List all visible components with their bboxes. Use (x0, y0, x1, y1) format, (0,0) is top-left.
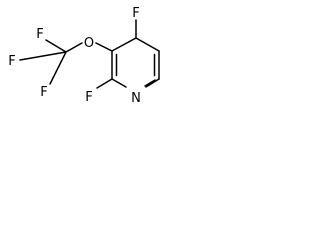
atom-f-lower-left: F (40, 85, 47, 100)
atom-f-left: F (8, 54, 15, 69)
bond-c2-f (96, 78, 113, 89)
bond-c3-c4 (111, 37, 137, 52)
chemical-structure: F F F F O F N (8, 6, 160, 106)
atom-oxygen: O (84, 36, 94, 51)
bond-o-cf3 (65, 42, 83, 53)
bond-cf3-f1 (45, 39, 67, 53)
bond-c4-c5 (135, 37, 160, 52)
atom-f-top: F (132, 6, 139, 21)
bond-cf3-f2 (19, 51, 67, 61)
bond-c6-n1-inner (144, 79, 156, 87)
substituent-bonds (19, 19, 137, 89)
atom-nitrogen: N (131, 91, 141, 106)
bond-c6-n1 (145, 78, 160, 88)
bond-n1-c2 (111, 78, 127, 88)
atom-labels: F F F F O F N (8, 6, 141, 106)
bond-cf3-f3 (49, 51, 67, 85)
bond-c3-o (95, 42, 113, 52)
atom-f-bottom: F (85, 90, 92, 105)
atom-f-upper-left: F (36, 27, 43, 42)
ring-bonds (111, 37, 160, 88)
